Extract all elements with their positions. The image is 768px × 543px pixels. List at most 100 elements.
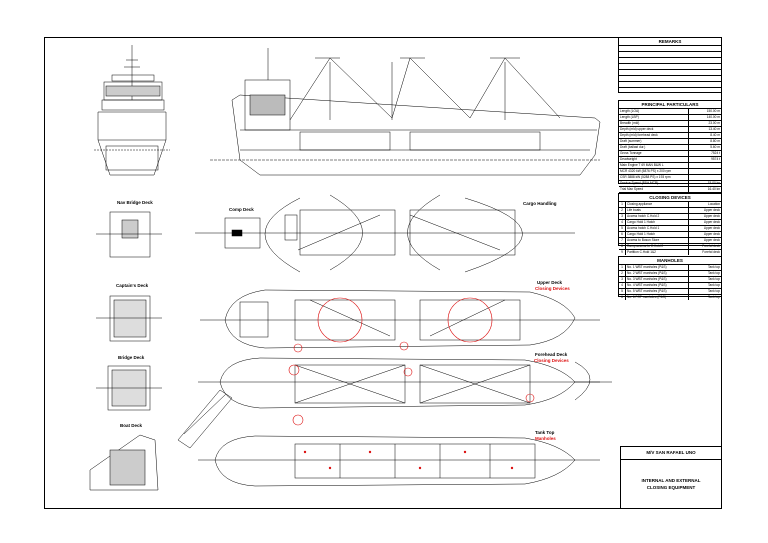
- label-forehead-deck: Forehead Deck: [535, 352, 568, 357]
- remarks-table: REMARKS: [618, 37, 722, 93]
- table-row: Length (LBP)140.00 m: [619, 115, 721, 121]
- row-label: Depth (mld) upper deck: [620, 127, 654, 131]
- table-row: Draft (summer) 8.80 m: [619, 139, 721, 145]
- row-label: Access to Bosun Store: [627, 238, 660, 242]
- nav-bridge-plan: [96, 211, 162, 258]
- row-value: Upper deck: [688, 226, 721, 231]
- row-label: Draft (summer): [620, 139, 642, 143]
- ship-name: M/V SAN RAFAEL UNO: [646, 450, 696, 455]
- row-number: 1: [619, 265, 626, 270]
- label-cargo-handling: Cargo Handling: [523, 201, 557, 206]
- row-number: 7: [619, 238, 626, 243]
- remark-cell: [619, 64, 721, 69]
- row-value: [688, 163, 721, 168]
- front-elevation: [94, 45, 170, 176]
- row-value: 7524 t: [688, 151, 721, 156]
- row-value: 8.40 m: [688, 133, 721, 138]
- manhole-markers: [303, 450, 514, 470]
- row-value: Upper deck: [688, 208, 721, 213]
- row-value: Tank top: [688, 289, 721, 294]
- table-row: Draft (ballast dur.)5.60 m: [619, 145, 721, 151]
- label-upper-deck-closing: Closing Devices: [535, 286, 570, 291]
- row-label: Depth (mld) forehead deck: [620, 133, 658, 137]
- drawing-title: INTERNAL AND EXTERNAL CLOSING EQUIPMENT: [621, 477, 721, 491]
- table-row: [619, 64, 721, 70]
- table-row: MCR 4320 kW (5876 PS) x 200 rpm: [619, 169, 721, 175]
- table-row: [619, 46, 721, 52]
- captains-deck-plan: [96, 295, 162, 342]
- closing-header: CLOSING DEVICES: [619, 194, 721, 202]
- label-forehead-deck-closing: Closing Devices: [534, 358, 569, 363]
- remarks-rows: [619, 46, 721, 93]
- label-tank-top: Tank Top: [535, 430, 555, 435]
- row-label: Closing appliance: [627, 202, 653, 206]
- row-value: Location: [688, 202, 721, 207]
- row-number: 5: [619, 226, 626, 231]
- row-value: 16.40 kn: [688, 187, 721, 192]
- row-label: No. 6 FOT manholes (P&S): [627, 295, 666, 299]
- comp-deck-plan: [224, 217, 261, 249]
- upper-deck-plan: [200, 289, 600, 349]
- table-row: [619, 88, 721, 93]
- bridge-deck-plan: [96, 365, 162, 411]
- row-label: No. 5 WBT manholes (P&S): [627, 289, 667, 293]
- row-value: 140.00 m: [688, 115, 721, 120]
- table-row: [619, 58, 721, 64]
- label-nav-bridge-deck: Nav Bridge Deck: [117, 200, 153, 205]
- row-value: [688, 169, 721, 174]
- row-label: Cargo Hold 1 Hatch: [627, 220, 655, 224]
- row-number: 3: [619, 214, 626, 219]
- row-number: 5: [619, 289, 626, 294]
- row-label: Cargo Hold 1 Hatch: [627, 232, 655, 236]
- label-bridge-deck: Bridge Deck: [118, 355, 145, 360]
- row-value: Tank top: [688, 277, 721, 282]
- row-label: Access hatch C.Hold 2: [627, 214, 660, 218]
- table-row: [619, 52, 721, 58]
- table-row: Service Speed (85% MCR)15.00 kn: [619, 181, 721, 187]
- row-value: Tank top: [688, 271, 721, 276]
- row-value: Forehd deck: [688, 250, 721, 255]
- row-value: Upper deck: [688, 232, 721, 237]
- row-value: [688, 175, 721, 180]
- drawing-title-line1: INTERNAL AND EXTERNAL: [641, 478, 701, 483]
- row-number: 2: [619, 208, 626, 213]
- row-label: Access hatch C.Hold 1: [627, 226, 660, 230]
- row-value: Upper deck: [688, 238, 721, 243]
- remarks-header: REMARKS: [619, 38, 721, 46]
- cargo-handling-plan: [195, 194, 575, 273]
- row-number: 4: [619, 283, 626, 288]
- row-label: Deadweight: [620, 157, 637, 161]
- row-number: 8: [619, 244, 626, 249]
- remark-cell: [619, 52, 721, 57]
- row-value: Forehd deck: [688, 244, 721, 249]
- label-comp-deck: Comp Deck: [229, 207, 254, 212]
- row-label: Ramp access to C.Hold 2: [627, 244, 664, 248]
- row-label: No. 1 WBT manholes (P&S): [627, 265, 667, 269]
- row-value: 8.80 m: [688, 139, 721, 144]
- table-row: Breadth (mld)23.00 m: [619, 121, 721, 127]
- row-label: CSR 3888 kW (5288 PS) x 193 rpm: [620, 175, 671, 179]
- row-number: 1: [619, 202, 626, 207]
- row-label: Draft (ballast dur.): [620, 145, 646, 149]
- remark-cell: [619, 46, 721, 51]
- remark-cell: [619, 88, 721, 93]
- row-label: Main Engine T 69 MAN B&W L: [620, 163, 664, 167]
- row-label: Life boats: [627, 208, 641, 212]
- row-value: Tank top: [688, 295, 721, 300]
- row-label: MCR 4320 kW (5876 PS) x 200 rpm: [620, 169, 672, 173]
- row-value: Tank top: [688, 265, 721, 270]
